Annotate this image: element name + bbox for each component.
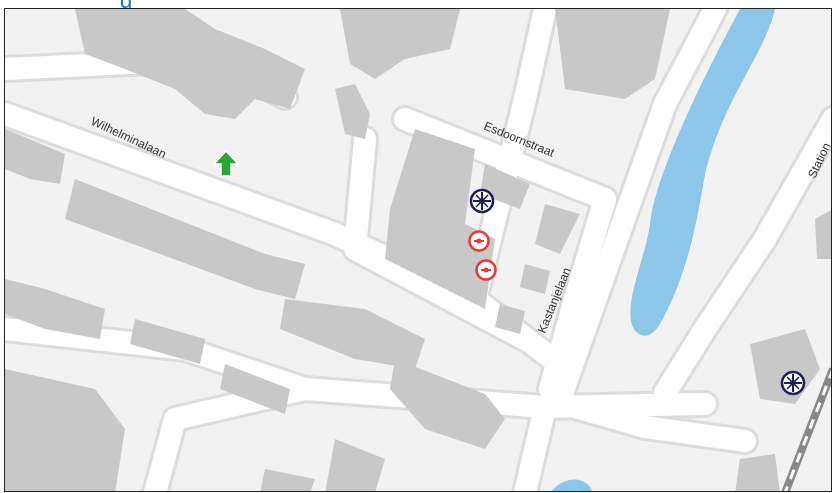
building-block	[495, 304, 525, 334]
wheel-icon[interactable]	[469, 188, 495, 214]
building-block	[75, 9, 305, 119]
pond-water	[551, 479, 592, 491]
building-block	[220, 364, 290, 414]
building-block	[130, 319, 205, 364]
entrance-arrow-icon[interactable]	[212, 149, 240, 177]
building-block	[340, 9, 460, 79]
railway	[781, 367, 831, 491]
red-circle-icon[interactable]	[468, 230, 490, 252]
building-block	[335, 84, 370, 139]
building-block	[5, 279, 105, 339]
map-canvas[interactable]: Wilhelminalaan Esdoornstraat Kastanjelaa…	[5, 9, 832, 492]
building-block	[5, 129, 65, 184]
building-block	[520, 264, 550, 294]
buildings	[5, 9, 831, 491]
building-block	[280, 299, 425, 369]
building-block	[555, 9, 670, 99]
building-block	[260, 469, 315, 491]
map-view[interactable]: Wilhelminalaan Esdoornstraat Kastanjelaa…	[4, 8, 832, 492]
building-block	[325, 439, 385, 491]
building-block	[735, 454, 780, 491]
building-block	[535, 204, 580, 254]
building-block	[815, 210, 831, 259]
building-block	[385, 129, 495, 309]
wheel-icon[interactable]	[780, 370, 806, 396]
building-block	[5, 369, 125, 491]
building-block	[65, 179, 305, 299]
page-title-partial: g	[120, 0, 133, 13]
red-circle-icon[interactable]	[475, 259, 497, 281]
canal-water	[630, 9, 775, 336]
building-block	[390, 359, 505, 449]
